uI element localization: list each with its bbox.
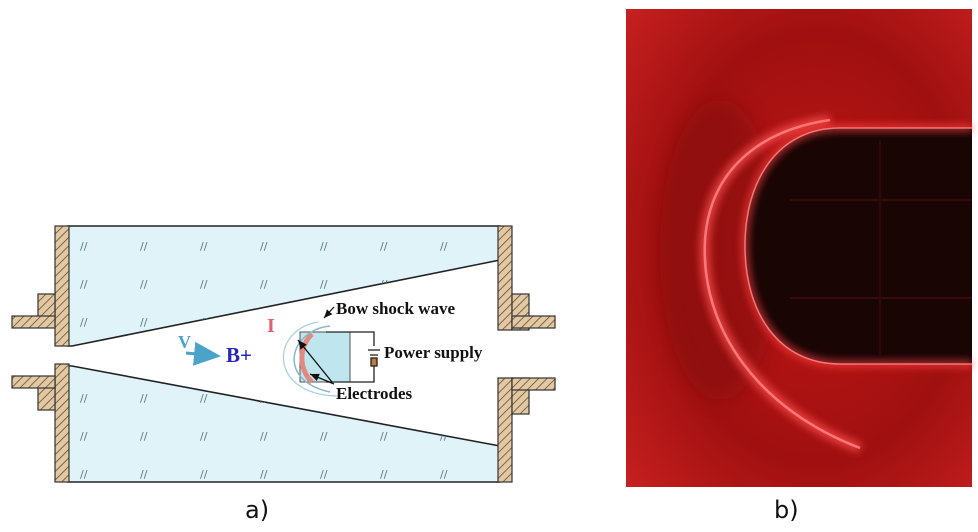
caption-b: b) xyxy=(774,496,799,524)
left-wall-lower xyxy=(11,363,70,483)
right-wall-lower xyxy=(497,377,556,483)
panel-b-photo: b) xyxy=(626,9,972,524)
left-wall-upper xyxy=(11,225,70,347)
current-label: I xyxy=(267,315,275,337)
panel-a-diagram: V B+ I Bow shock wave Power supply Elect… xyxy=(11,225,556,524)
bow-shock-label: Bow shock wave xyxy=(336,299,455,318)
caption-a: a) xyxy=(245,496,269,524)
velocity-arrow xyxy=(185,341,221,366)
model-silhouette xyxy=(745,128,972,364)
bow-shock-line xyxy=(293,325,331,393)
electrode-arc xyxy=(299,332,314,384)
bow-shock-pointer xyxy=(323,306,335,319)
velocity-label: V xyxy=(178,332,191,352)
electrode-pointer-1 xyxy=(297,339,333,383)
electrode-pointer-2 xyxy=(309,373,335,385)
right-wall-upper xyxy=(497,225,556,331)
power-circuit xyxy=(326,331,380,383)
power-supply-label: Power supply xyxy=(384,343,483,362)
ion-label: B+ xyxy=(226,343,252,367)
electrodes-label: Electrodes xyxy=(336,384,413,403)
